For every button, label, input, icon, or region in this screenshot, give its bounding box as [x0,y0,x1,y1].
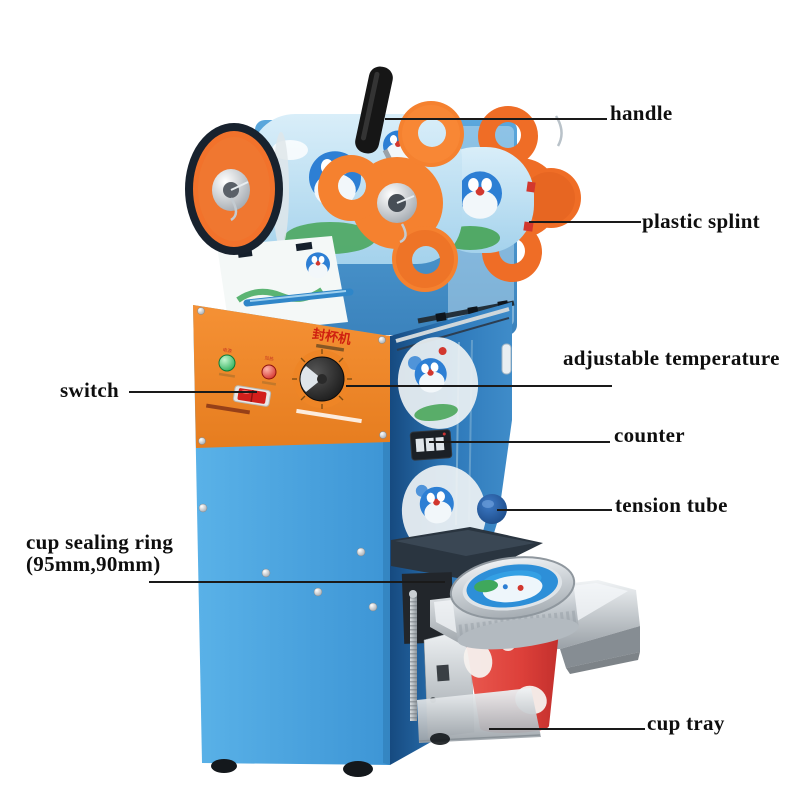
pointer-line-switch [129,391,257,393]
label-counter: counter [614,423,685,447]
film-guide-rod [243,288,354,307]
svg-text:电源: 电源 [222,346,232,354]
label-handle: handle [610,101,673,125]
panel-footer-text-right [296,408,362,424]
threaded-rod [409,590,417,721]
front-face-edge [383,335,390,765]
pointer-line-tension-tube [497,509,612,511]
counter-display [409,429,453,461]
film-roll-left-flange [185,123,283,255]
pointer-line-counter [429,441,610,443]
front-face-screws [198,503,378,612]
spindle-wire [554,115,563,147]
pointer-line-handle [385,118,607,120]
label-tension-tube: tension tube [615,493,728,517]
panel-model-text [315,343,345,352]
front-splint-hub [377,183,417,244]
panel-footer-text-left [205,403,251,415]
panel-screws [197,307,387,445]
pointer-line-plastic-splint [529,221,641,223]
machine-feet [211,733,450,777]
label-cup-tray: cup tray [647,711,725,735]
temperature-knob [292,349,352,409]
pointer-line-cup-tray [489,728,645,730]
panel-title: 封杯机 [311,326,352,348]
label-cup-sealing-ring: cup sealing ring (95mm,90mm) [26,531,173,575]
pointer-line-adjustable-temperature [346,385,612,387]
label-cup-sealing-ring-line2: (95mm,90mm) [26,552,161,576]
film-disc-upper [397,337,479,429]
heating-light: 加热 [261,354,277,386]
label-switch: switch [60,378,119,402]
pointer-line-cup-sealing-ring [149,581,445,583]
cup-sealing-ring [449,556,579,650]
sealing-deck [391,527,543,580]
tension-tube [477,494,507,524]
power-light: 电源 [218,346,236,378]
svg-text:加热: 加热 [264,354,274,362]
label-adjustable-temperature: adjustable temperature [563,346,780,370]
label-plastic-splint: plastic splint [642,209,760,233]
label-cup-sealing-ring-line1: cup sealing ring [26,530,174,554]
